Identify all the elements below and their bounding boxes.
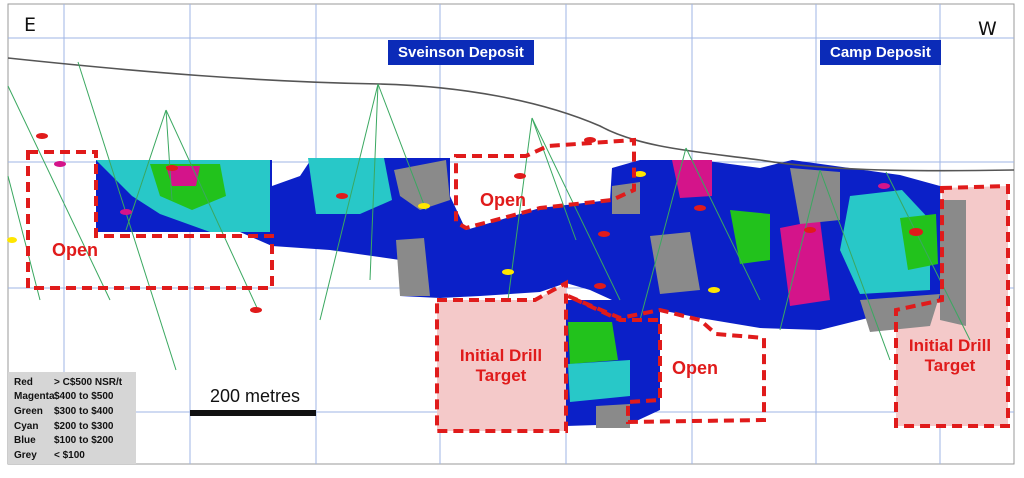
- legend-row-grey: Grey < $100: [14, 448, 136, 463]
- block-lower-cyan: [568, 360, 630, 402]
- zone-outlines: [26, 137, 1010, 433]
- legend-range: $100 to $200: [54, 435, 114, 447]
- block-grey-1: [394, 160, 450, 210]
- scale-bar-label: 200 metres: [210, 386, 301, 406]
- zone-open-left: Open: [52, 240, 99, 260]
- block-magenta-3: [780, 220, 830, 306]
- block-lower-grey: [596, 404, 630, 428]
- legend-row-cyan: Cyan $200 to $300: [14, 419, 136, 434]
- block-grey-5: [790, 168, 840, 224]
- block-grey-7: [940, 200, 966, 326]
- drill-target-left-fill: [437, 283, 566, 431]
- block-green-2: [730, 210, 770, 264]
- legend-name: Green: [14, 405, 43, 417]
- figure-frame: [7, 3, 1015, 465]
- legend-name: Magenta: [14, 391, 55, 403]
- outline-open-left: [26, 150, 274, 290]
- outline-drill-left: [435, 279, 568, 433]
- legend-range: $200 to $300: [54, 420, 114, 432]
- outline-drill-right: [894, 183, 1010, 428]
- direction-east: E: [24, 14, 37, 36]
- zone-drill-right: Initial Drill Target: [908, 336, 992, 375]
- block-magenta-2: [672, 160, 712, 198]
- grade-legend: Red > C$500 NSR/t Magenta $400 to $500 G…: [8, 372, 136, 464]
- legend-range: $300 to $400: [54, 405, 114, 417]
- legend-range: > C$500 NSR/t: [54, 376, 123, 388]
- outline-open-top: [454, 137, 636, 231]
- scale-bar: [190, 410, 316, 416]
- legend-name: Blue: [14, 435, 36, 447]
- drill-intercepts: [7, 133, 923, 313]
- legend-name: Red: [14, 376, 33, 388]
- block-lower-green: [568, 322, 618, 364]
- legend-range: $400 to $500: [54, 391, 114, 403]
- legend-name: Grey: [14, 449, 37, 461]
- legend-row-blue: Blue $100 to $200: [14, 433, 136, 448]
- block-cyan-2: [308, 158, 392, 214]
- drill-holes: [7, 61, 971, 371]
- block-grey-2: [396, 238, 430, 296]
- legend-range: < $100: [54, 449, 85, 461]
- topographic-surface: [7, 57, 1015, 172]
- block-magenta-1: [166, 166, 200, 186]
- label-sveinson-deposit: Sveinson Deposit: [388, 40, 534, 65]
- legend-row-green: Green $300 to $400: [14, 404, 136, 419]
- zone-drill-left: Initial Drill Target: [459, 346, 543, 385]
- label-camp-deposit: Camp Deposit: [820, 40, 941, 65]
- outline-open-bottom: [567, 294, 766, 425]
- legend-name: Cyan: [14, 420, 39, 432]
- zone-open-top: Open: [480, 190, 527, 210]
- zone-open-bottom: Open: [672, 358, 719, 378]
- direction-west: W: [978, 18, 997, 40]
- legend-row-magenta: Magenta $400 to $500: [14, 390, 136, 405]
- legend-row-red: Red > C$500 NSR/t: [14, 375, 136, 390]
- block-grey-4: [650, 232, 700, 294]
- block-blue-left: [96, 158, 940, 330]
- block-grey-6: [860, 294, 940, 332]
